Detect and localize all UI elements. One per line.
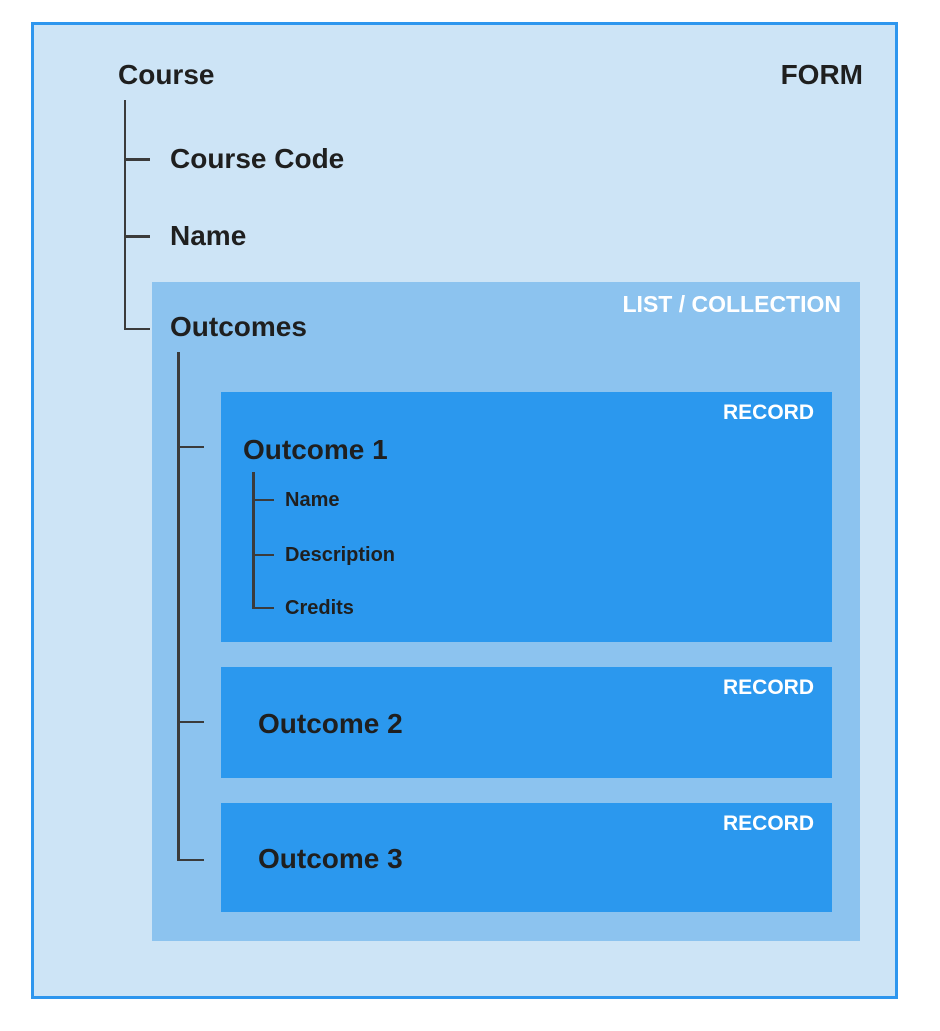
record-3-type-label: RECORD: [722, 812, 814, 835]
field-name: Name: [170, 220, 247, 251]
record-1-title: Outcome 1: [243, 434, 388, 465]
record-1-tree-tick-name: [253, 498, 274, 501]
record-1-tree-tick-credits: [253, 606, 274, 609]
record-1-type-label: RECORD: [722, 401, 814, 424]
collection-tree-tick-outcome-1: [178, 445, 204, 448]
record-outcome-1: RECORD Outcome 1 Name Description Credit…: [221, 392, 832, 642]
form-tree-tick-course-code: [124, 158, 150, 161]
collection-tree-line-vertical: [177, 352, 180, 861]
form-type-label: FORM: [780, 59, 863, 90]
record-outcome-2: RECORD Outcome 2: [221, 667, 832, 778]
collection-tree-tick-outcome-3: [178, 858, 204, 861]
collection-container: LIST / COLLECTION Outcomes RECORD Outcom…: [152, 282, 860, 941]
record-3-title: Outcome 3: [258, 843, 403, 874]
record-1-tree-line-vertical: [252, 472, 255, 609]
record-1-field-credits: Credits: [285, 597, 354, 619]
record-1-field-description: Description: [285, 544, 396, 566]
form-container: Course FORM Course Code Name LIST / COLL…: [31, 22, 898, 999]
form-title: Course: [118, 59, 215, 90]
record-outcome-3: RECORD Outcome 3: [221, 803, 832, 912]
form-tree-line-vertical: [123, 100, 126, 329]
form-tree-tick-outcomes: [124, 327, 150, 330]
record-2-title: Outcome 2: [258, 708, 403, 739]
record-1-tree-tick-description: [253, 553, 274, 556]
form-tree-tick-name: [124, 235, 150, 238]
collection-title: Outcomes: [170, 311, 307, 342]
record-2-type-label: RECORD: [722, 676, 814, 699]
record-1-field-name: Name: [285, 489, 340, 511]
field-course-code: Course Code: [170, 143, 345, 174]
collection-tree-tick-outcome-2: [178, 720, 204, 723]
collection-type-label: LIST / COLLECTION: [622, 291, 842, 317]
